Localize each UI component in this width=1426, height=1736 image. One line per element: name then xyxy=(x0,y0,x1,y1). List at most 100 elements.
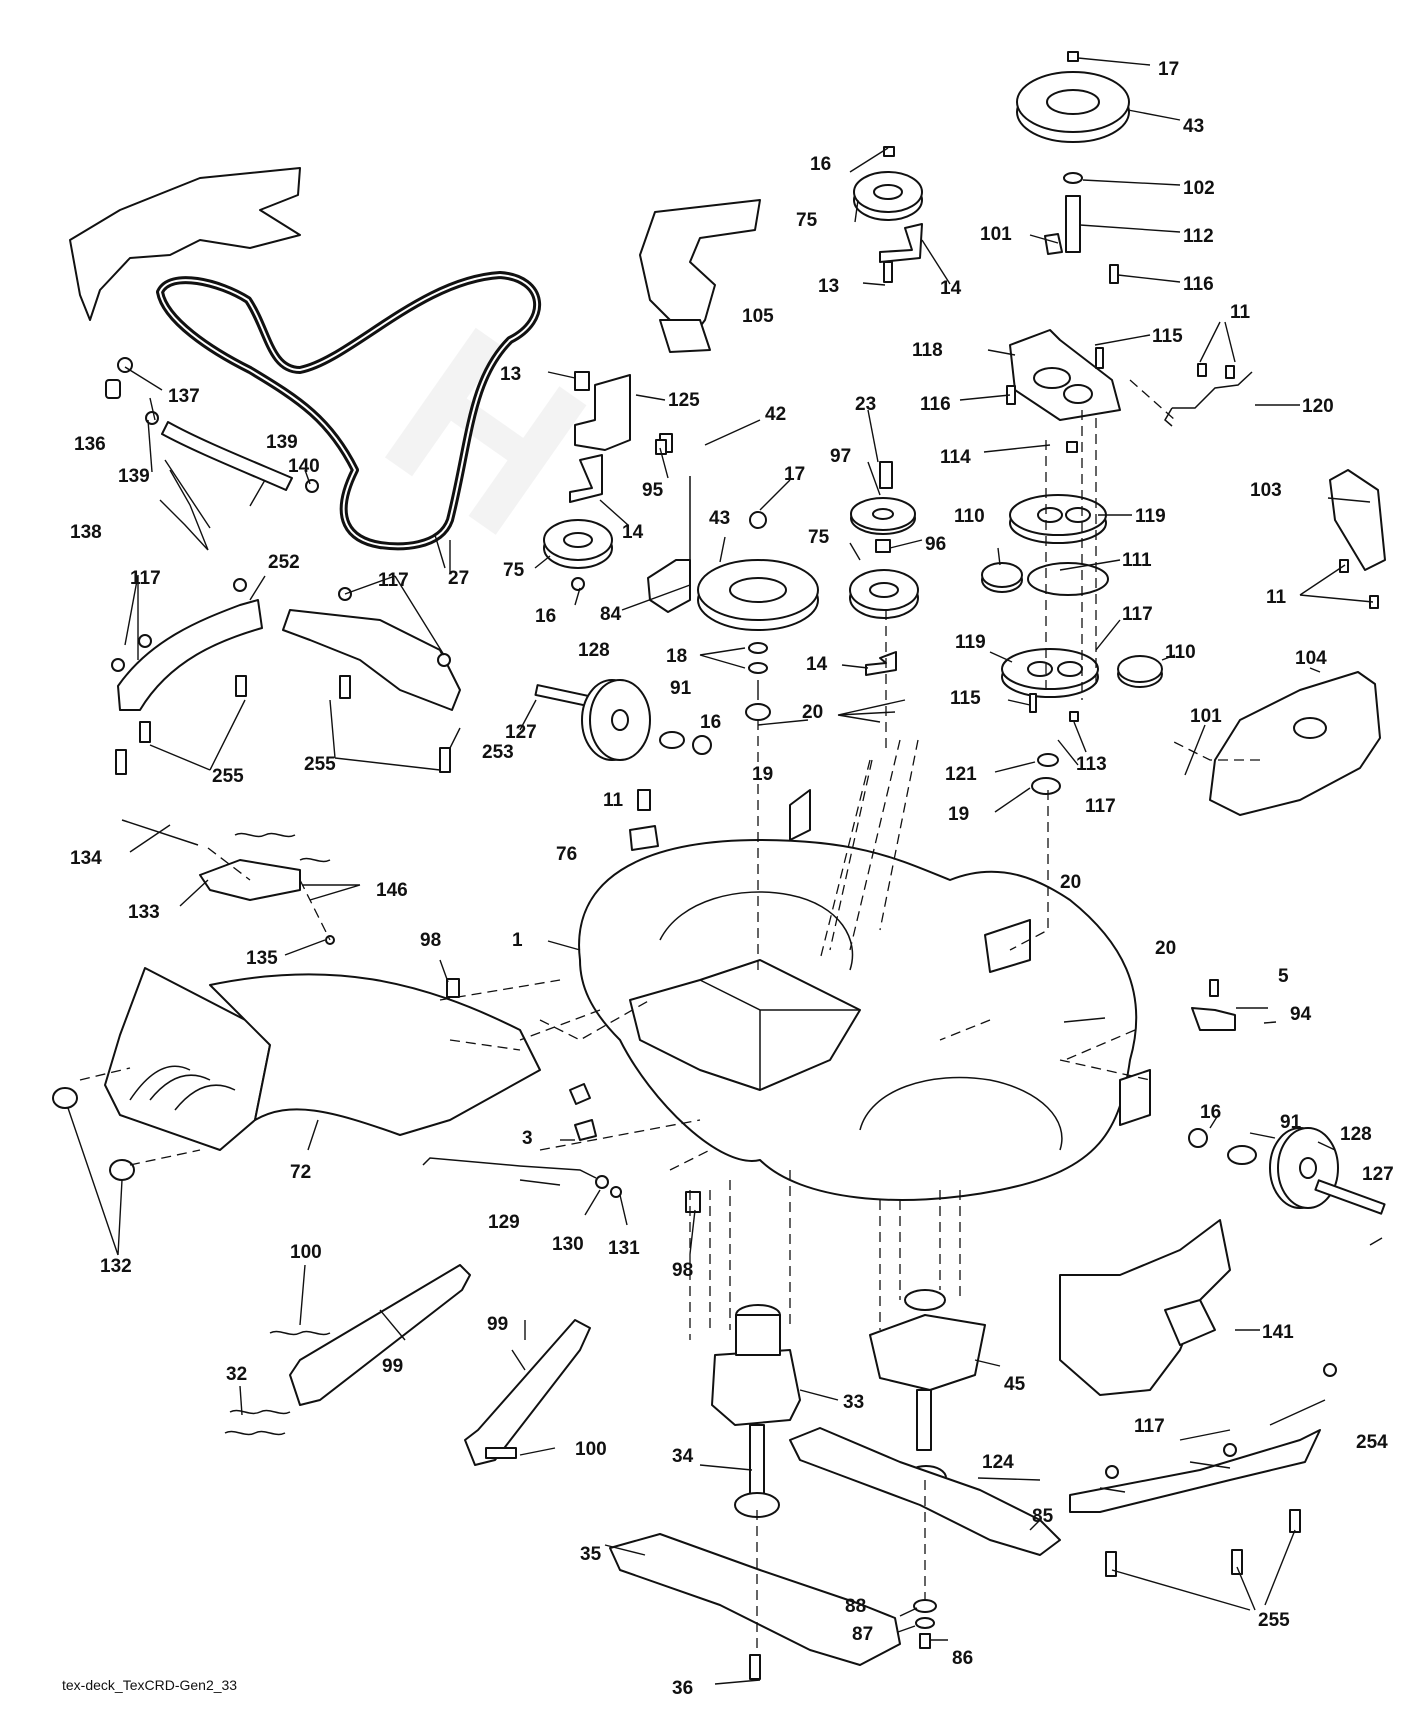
callout-23: 23 xyxy=(855,394,876,415)
flat-idler-97 xyxy=(850,461,916,553)
callout-36: 36 xyxy=(672,1678,693,1699)
callout-100-right: 100 xyxy=(575,1439,607,1460)
assembly-lines xyxy=(79,379,1260,1650)
callout-137: 137 xyxy=(168,386,200,407)
callout-97: 97 xyxy=(830,446,851,467)
callout-253: 253 xyxy=(482,742,514,763)
callout-45: 45 xyxy=(1004,1374,1026,1395)
callout-105: 105 xyxy=(742,306,774,327)
gearbox-cover-104 xyxy=(1209,671,1381,816)
mandrel-pulley-center xyxy=(697,511,819,721)
spring-32 xyxy=(224,1430,286,1436)
gauge-wheel-right xyxy=(1188,1127,1386,1215)
callout-115-mid: 115 xyxy=(950,688,981,709)
callout-14-top: 14 xyxy=(940,278,962,299)
spindle-assembly-left xyxy=(711,1304,801,1518)
callout-91-right: 91 xyxy=(1280,1112,1302,1133)
callout-134: 134 xyxy=(70,848,102,869)
belt-guard xyxy=(69,167,301,321)
drive-belt xyxy=(156,271,541,551)
callout-120: 120 xyxy=(1302,396,1334,417)
callout-42: 42 xyxy=(765,404,786,425)
callout-43-mid: 43 xyxy=(709,508,730,529)
callout-11-right: 11 xyxy=(1266,587,1287,608)
callout-18: 18 xyxy=(666,646,687,667)
callout-117-right1: 117 xyxy=(1134,1416,1165,1437)
callout-3: 3 xyxy=(522,1128,533,1149)
callout-95: 95 xyxy=(642,480,664,501)
bracket-94 xyxy=(1191,979,1236,1031)
deck-lift-links xyxy=(121,819,335,945)
drive-rod-120 xyxy=(1164,363,1253,427)
callout-43-top: 43 xyxy=(1183,116,1204,137)
callout-100-left: 100 xyxy=(290,1242,322,1263)
callout-35: 35 xyxy=(580,1544,602,1565)
callout-124: 124 xyxy=(982,1452,1014,1473)
callout-76: 76 xyxy=(556,844,577,865)
baffle-253 xyxy=(282,587,461,711)
pulley-cover-105 xyxy=(639,199,761,353)
baffle-252 xyxy=(111,578,263,711)
callout-13-mid: 13 xyxy=(500,364,521,385)
baffle-bolts-left xyxy=(115,675,451,775)
callout-255-mid: 255 xyxy=(304,754,336,775)
callout-139-mid: 139 xyxy=(266,432,298,453)
callout-112: 112 xyxy=(1183,226,1214,247)
callout-141: 141 xyxy=(1262,1322,1294,1343)
callout-252: 252 xyxy=(268,552,300,573)
callout-119-bottom: 119 xyxy=(955,632,986,653)
callout-255-right: 255 xyxy=(1258,1610,1290,1631)
callout-98-left: 98 xyxy=(420,930,441,951)
callout-110-right: 110 xyxy=(1165,642,1196,663)
callout-75-mid: 75 xyxy=(808,527,830,548)
callout-127-right: 127 xyxy=(1362,1164,1394,1185)
callout-117-low: 117 xyxy=(1085,796,1116,817)
diagram-footer-label: tex-deck_TexCRD-Gen2_33 xyxy=(62,1677,237,1693)
callout-16-wheel: 16 xyxy=(700,712,721,733)
callout-11-mid: 11 xyxy=(603,790,624,811)
callout-254: 254 xyxy=(1356,1432,1388,1453)
callout-131: 131 xyxy=(608,1238,640,1259)
callout-32: 32 xyxy=(226,1364,247,1385)
callout-101-top: 101 xyxy=(980,224,1012,245)
callout-114: 114 xyxy=(940,447,971,468)
callout-118: 118 xyxy=(912,340,943,361)
callout-104: 104 xyxy=(1295,648,1327,669)
callout-117-left2: 117 xyxy=(378,570,409,591)
idler-pulley-upper xyxy=(853,146,923,283)
callout-132: 132 xyxy=(100,1256,132,1277)
callout-119-top: 119 xyxy=(1135,506,1166,527)
callout-16-right: 16 xyxy=(1200,1102,1221,1123)
callout-94: 94 xyxy=(1290,1004,1312,1025)
gearbox-bracket-118 xyxy=(1006,329,1121,421)
callout-75-top: 75 xyxy=(796,210,818,231)
leader-lines xyxy=(67,57,1383,1685)
callout-5: 5 xyxy=(1278,966,1289,987)
callout-27: 27 xyxy=(448,568,469,589)
callout-129: 129 xyxy=(488,1212,520,1233)
callout-96: 96 xyxy=(925,534,946,555)
wash-port-hose xyxy=(105,357,319,493)
callout-125: 125 xyxy=(668,390,700,411)
callout-140: 140 xyxy=(288,456,320,477)
callout-91-left: 91 xyxy=(670,678,692,699)
callout-133: 133 xyxy=(128,902,160,923)
callout-117-left: 117 xyxy=(130,568,161,589)
callout-20-right: 20 xyxy=(1060,872,1081,893)
callout-1: 1 xyxy=(512,930,523,951)
callout-138: 138 xyxy=(70,522,102,543)
callout-116-top: 116 xyxy=(1183,274,1214,295)
callout-11-top: 11 xyxy=(1230,302,1251,323)
callout-14-low: 14 xyxy=(806,654,828,675)
callout-128-right: 128 xyxy=(1340,1124,1372,1145)
baffle-254 xyxy=(1069,1363,1337,1577)
callout-130: 130 xyxy=(552,1234,584,1255)
blade-35 xyxy=(609,1533,901,1680)
callout-20-far: 20 xyxy=(1155,938,1176,959)
callout-136: 136 xyxy=(74,434,106,455)
callout-labels: 17 43 102 101 112 116 11 115 118 116 120… xyxy=(70,59,1394,1699)
callout-84: 84 xyxy=(600,604,622,625)
deck-bracket-76 xyxy=(629,789,659,851)
lift-arm-right xyxy=(464,1319,591,1466)
